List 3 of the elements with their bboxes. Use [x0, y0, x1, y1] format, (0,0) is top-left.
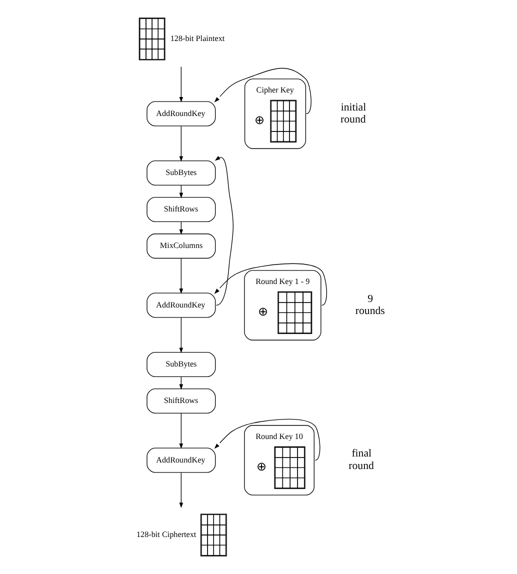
label: final round: [348, 448, 374, 472]
label: 9 rounds: [354, 292, 384, 317]
label: initial round: [340, 101, 366, 126]
